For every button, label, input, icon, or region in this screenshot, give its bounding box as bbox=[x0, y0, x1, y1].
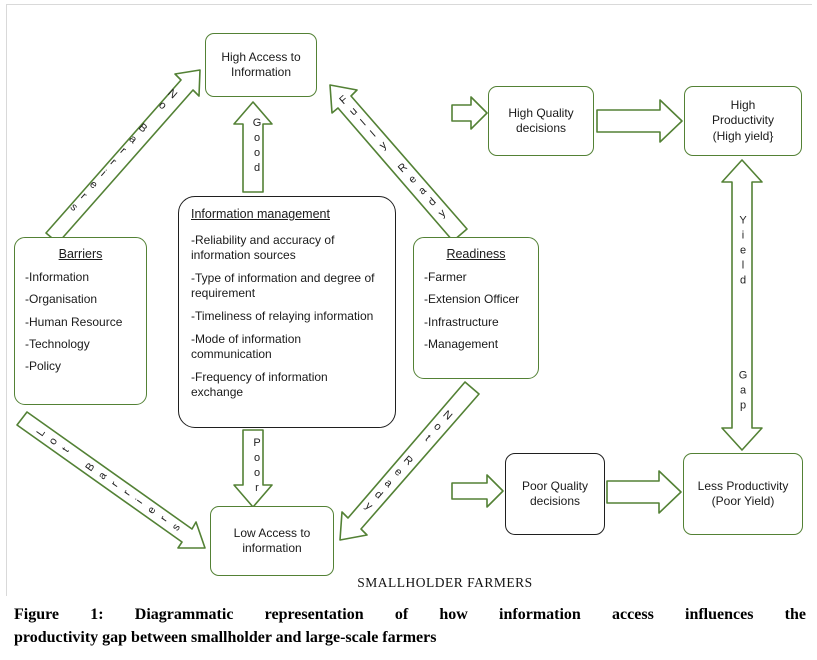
frame-line-top bbox=[6, 4, 812, 5]
barriers-item: -Policy bbox=[25, 359, 62, 374]
box-less-productivity: Less Productivity (Poor Yield) bbox=[683, 453, 803, 535]
box-barriers: Barriers -Information -Organisation -Hum… bbox=[14, 237, 147, 405]
box-poor-quality-decisions: Poor Quality decisions bbox=[505, 453, 605, 535]
box-high-productivity: High Productivity (High yield} bbox=[684, 86, 802, 156]
less-productivity-label: Less Productivity (Poor Yield) bbox=[697, 478, 789, 508]
arrow-label-yield: Yield bbox=[737, 214, 749, 290]
arrow-yield-gap bbox=[721, 159, 763, 451]
arrow-label-good: Good bbox=[251, 117, 263, 177]
arrow-label-gap: Gap bbox=[737, 369, 749, 415]
readiness-title: Readiness bbox=[446, 247, 506, 261]
high-quality-label: High Quality decisions bbox=[508, 105, 574, 135]
barriers-item: -Information bbox=[25, 270, 90, 284]
readiness-item: -Farmer bbox=[424, 270, 467, 284]
arrow-lot-barriers bbox=[16, 411, 206, 549]
box-low-access-to-information: Low Access to information bbox=[210, 506, 334, 576]
barriers-item: -Technology bbox=[25, 337, 90, 352]
arrow-to-high-quality bbox=[451, 96, 488, 130]
readiness-item: -Extension Officer bbox=[424, 292, 520, 307]
frame-line-left bbox=[6, 4, 7, 596]
box-information-management: Information management -Reliability and … bbox=[178, 196, 396, 428]
barriers-title: Barriers bbox=[58, 247, 103, 261]
arrow-poor bbox=[233, 429, 273, 508]
information-management-title: Information management bbox=[191, 207, 330, 221]
box-readiness: Readiness -Farmer -Extension Officer -In… bbox=[413, 237, 539, 379]
barriers-item: -Human Resource bbox=[25, 314, 123, 329]
information-management-item: -Timeliness of relaying information bbox=[191, 308, 374, 323]
arrow-good bbox=[233, 101, 273, 193]
information-management-item: -Type of information and degree of requi… bbox=[191, 270, 375, 300]
readiness-item: -Infrastructure bbox=[424, 314, 499, 329]
arrow-fully-ready bbox=[329, 84, 468, 242]
arrow-not-ready bbox=[339, 381, 480, 541]
low-access-label: Low Access to information bbox=[233, 525, 311, 555]
smallholder-farmers-label: SMALLHOLDER FARMERS bbox=[357, 575, 533, 590]
high-access-label: High Access to Information bbox=[221, 49, 301, 79]
barriers-item: -Organisation bbox=[25, 292, 98, 307]
figure-caption: Figure 1: Diagrammatic representation of… bbox=[14, 604, 806, 649]
high-productivity-label: High Productivity (High yield} bbox=[711, 97, 775, 143]
figure-caption-line2: productivity gap between smallholder and… bbox=[14, 628, 437, 646]
arrow-high-quality-to-high-productivity bbox=[596, 99, 683, 143]
arrow-to-poor-quality bbox=[451, 474, 504, 508]
figure-caption-line1: Figure 1: Diagrammatic representation of… bbox=[14, 606, 806, 623]
information-management-item: -Mode of information communication bbox=[191, 331, 302, 361]
arrow-poor-quality-to-less-productivity bbox=[606, 470, 682, 514]
arrows-layer bbox=[16, 69, 763, 549]
box-high-quality-decisions: High Quality decisions bbox=[488, 86, 594, 156]
poor-quality-label: Poor Quality decisions bbox=[521, 478, 589, 508]
information-management-item: -Frequency of information exchange bbox=[191, 369, 328, 399]
arrow-label-poor: Poor bbox=[251, 437, 263, 497]
readiness-item: -Management bbox=[424, 337, 499, 352]
arrow-no-barriers bbox=[45, 69, 201, 244]
box-high-access-to-information: High Access to Information bbox=[205, 33, 317, 97]
information-management-item: -Reliability and accuracy of information… bbox=[191, 232, 335, 262]
